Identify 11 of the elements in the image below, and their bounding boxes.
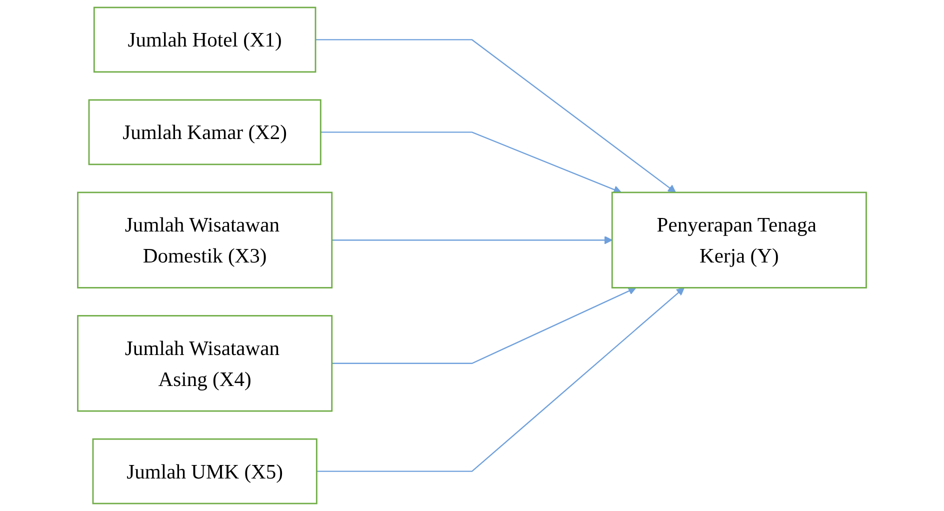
- arrow: [332, 287, 636, 364]
- node-box: Jumlah Wisatawan Asing (X4): [77, 315, 333, 412]
- arrow: [316, 39, 676, 193]
- arrow: [332, 236, 612, 244]
- arrow: [320, 132, 622, 194]
- node-box: Jumlah Hotel (X1): [93, 6, 316, 73]
- node-box: Jumlah Wisatawan Domestik (X3): [77, 192, 333, 288]
- arrow: [316, 287, 684, 472]
- node-box: Jumlah UMK (X5): [92, 438, 318, 504]
- node-box: Penyerapan Tenaga Kerja (Y): [611, 192, 867, 288]
- node-box: Jumlah Kamar (X2): [88, 99, 322, 166]
